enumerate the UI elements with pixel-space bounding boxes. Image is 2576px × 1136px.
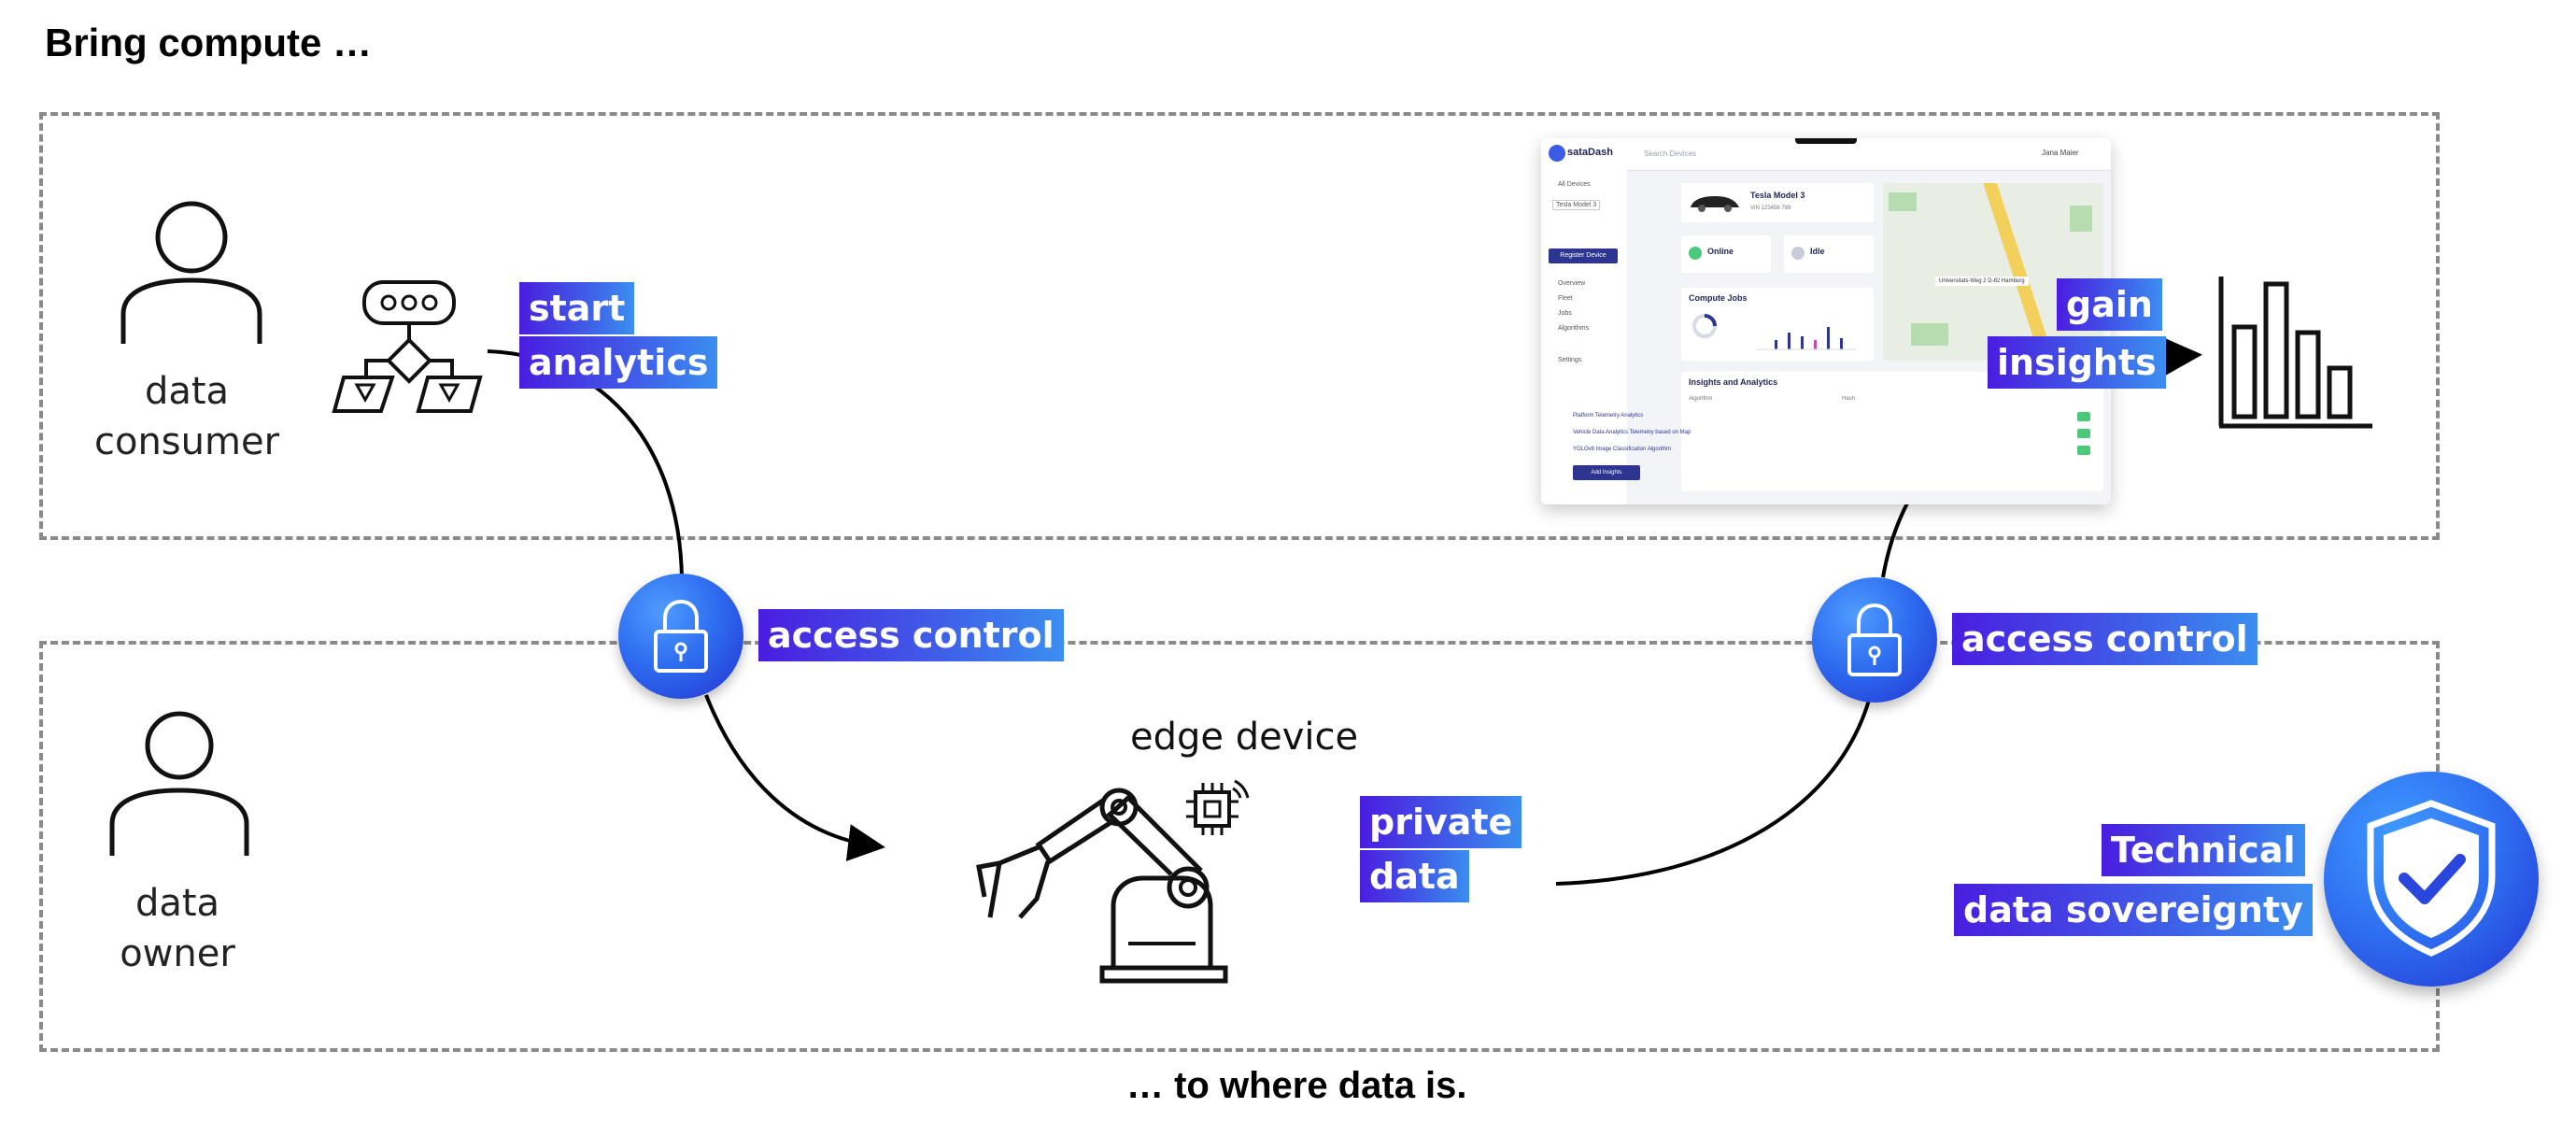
dash-nav-item: Fleet xyxy=(1558,295,1573,302)
dash-online-card: Online xyxy=(1681,235,1771,273)
bar-chart-icon xyxy=(2218,277,2372,429)
dash-insights-card: Insights and Analytics Algorithm Hash xyxy=(1681,372,2103,491)
car-icon xyxy=(1691,196,1739,212)
data-owner-person-icon xyxy=(109,711,249,856)
dash-row: Platform Telemetry Analytics xyxy=(1573,413,1644,419)
dash-insights-title: Insights and Analytics xyxy=(1689,377,1778,387)
dashboard-search: Search Devices xyxy=(1644,149,1697,158)
dash-map-label: Universitats-Weg 2 D-82 Hamburg xyxy=(1935,277,2029,286)
data-owner-label: data owner xyxy=(65,878,290,979)
dash-nav-item: Tesla Model 3 xyxy=(1552,200,1601,210)
dash-add-button: Add Insights xyxy=(1573,465,1640,480)
insights-tag: insights xyxy=(1988,336,2166,389)
dashboard-sidebar: All Devices Tesla Model 3 Register Devic… xyxy=(1541,170,1627,504)
data-owner-line2: owner xyxy=(120,932,235,975)
dash-nav-item: Overview xyxy=(1558,280,1586,287)
dash-map: Universitats-Weg 2 D-82 Hamburg xyxy=(1883,183,2103,361)
technical-tag: Technical xyxy=(2102,824,2305,876)
dash-row: YOLOv8 Image Classification Algorithm xyxy=(1573,447,1672,452)
private-tag: private xyxy=(1360,796,1522,848)
page-title: Bring compute … xyxy=(45,21,373,64)
dash-row-go-icon xyxy=(2077,446,2090,455)
dashboard-user: Jana Maier xyxy=(2042,149,2079,157)
compute-bars-icon xyxy=(1756,327,1857,350)
dash-compute-card: Compute Jobs xyxy=(1681,288,1874,361)
dash-online-label: Online xyxy=(1707,247,1734,256)
dash-col-algorithm: Algorithm xyxy=(1689,396,1713,402)
data-consumer-line2: consumer xyxy=(93,420,280,463)
consumer-zone xyxy=(39,112,2440,540)
data-tag: data xyxy=(1360,850,1469,902)
data-consumer-person-icon xyxy=(120,201,262,344)
dash-col-hash: Hash xyxy=(1842,396,1856,402)
dash-nav-item: Algorithms xyxy=(1558,325,1590,332)
right-access-control-tag: access control xyxy=(1952,613,2258,665)
dash-row: Vehicle Data Analytics Telemetry based o… xyxy=(1573,430,1691,435)
data-owner-line1: data xyxy=(134,882,220,925)
dash-idle-label: Idle xyxy=(1810,247,1825,256)
chip-icon xyxy=(1186,779,1250,835)
access-to-device-arrow xyxy=(704,694,885,861)
private-data-curve xyxy=(1555,696,1872,886)
dash-idle-card: Idle xyxy=(1784,235,1874,273)
dash-vehicle-sub: VIN 123456 789 xyxy=(1750,206,1791,211)
left-access-control-badge xyxy=(618,574,743,699)
dash-register-button: Register Device xyxy=(1549,248,1618,263)
shield-check-icon xyxy=(2367,800,2496,957)
dash-vehicle-card: Tesla Model 3 VIN 123456 789 xyxy=(1681,183,1874,222)
analytics-tag: analytics xyxy=(519,336,718,389)
compute-donut-icon xyxy=(1692,314,1717,338)
dashboard-screenshot: sataDash Search Devices Jana Maier All D… xyxy=(1541,138,2111,504)
sovereignty-shield-badge xyxy=(2324,772,2539,987)
algorithm-flowchart-icon xyxy=(332,280,483,413)
dash-nav-item: Jobs xyxy=(1558,310,1572,317)
left-access-control-tag: access control xyxy=(758,609,1064,661)
data-sovereignty-tag: data sovereignty xyxy=(1954,884,2313,936)
dash-vehicle-title: Tesla Model 3 xyxy=(1750,191,1805,200)
dashboard-notch xyxy=(1795,138,1857,144)
online-status-icon xyxy=(1689,247,1702,260)
gain-tag: gain xyxy=(2057,278,2162,331)
dash-row-go-icon xyxy=(2077,429,2090,438)
dash-nav-item: All Devices xyxy=(1558,181,1591,188)
idle-status-icon xyxy=(1791,247,1805,260)
dash-compute-title: Compute Jobs xyxy=(1689,293,1748,303)
dashboard-brand: sataDash xyxy=(1567,147,1613,158)
lock-icon xyxy=(1847,603,1902,676)
lock-icon xyxy=(654,599,708,673)
dash-row-go-icon xyxy=(2077,412,2090,421)
right-access-control-badge xyxy=(1812,577,1937,703)
robot-arm-icon xyxy=(976,788,1228,984)
start-tag: start xyxy=(519,282,635,334)
dashboard-logo-icon xyxy=(1549,145,1565,162)
dash-nav-item: Settings xyxy=(1558,357,1582,363)
data-consumer-line1: data xyxy=(144,370,230,413)
page-caption: … to where data is. xyxy=(1126,1065,1467,1106)
data-consumer-label: data consumer xyxy=(75,366,299,467)
edge-device-label: edge device xyxy=(1130,716,1359,759)
